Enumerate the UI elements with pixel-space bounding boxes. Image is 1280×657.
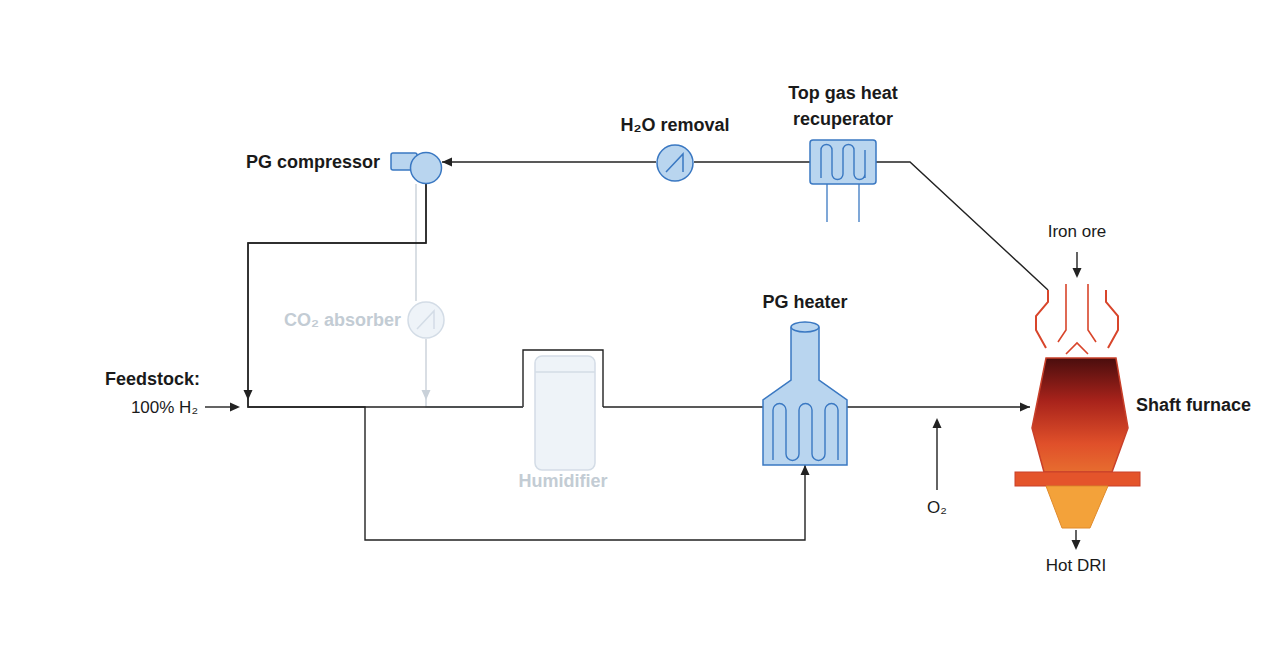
furnace-chute bbox=[1088, 284, 1096, 342]
shaft-furnace-icon bbox=[1030, 290, 1130, 530]
humidifier-icon bbox=[523, 350, 603, 470]
arrowhead bbox=[1020, 403, 1030, 412]
o2-arrowhead bbox=[933, 418, 942, 428]
humidifier-band bbox=[535, 371, 595, 372]
furnace-hopper bbox=[1106, 290, 1118, 348]
exchanger-circle bbox=[657, 145, 693, 181]
shaft-furnace-node: Shaft furnace bbox=[1030, 290, 1130, 530]
flow-label: Hot DRI bbox=[1046, 555, 1106, 576]
exchanger-zigzag bbox=[417, 311, 434, 329]
connector-line bbox=[248, 184, 523, 407]
furnace-flange bbox=[1015, 472, 1140, 486]
recuperator-body bbox=[810, 140, 876, 184]
connector-line bbox=[442, 161, 656, 162]
furnace-chute bbox=[1058, 284, 1066, 342]
exchanger-circle bbox=[408, 302, 444, 338]
connector-line bbox=[248, 184, 805, 540]
connector-line bbox=[426, 339, 523, 407]
furnace-distributor bbox=[1066, 343, 1088, 354]
compressor-wheel bbox=[411, 153, 442, 184]
arrowhead bbox=[442, 158, 452, 167]
component-label: PG heater bbox=[762, 291, 847, 313]
arrowhead bbox=[801, 465, 810, 475]
furnace-outlet bbox=[1046, 486, 1108, 528]
flow-connector bbox=[694, 162, 810, 163]
recuperator-pipe bbox=[858, 184, 859, 222]
flow-connector bbox=[847, 403, 1030, 412]
recuperator-pipe bbox=[826, 184, 827, 222]
connector-line bbox=[847, 406, 1030, 407]
compressor-icon bbox=[390, 150, 442, 184]
furnace-drawing bbox=[1015, 284, 1140, 528]
humidifier-node: Humidifier bbox=[523, 350, 603, 470]
co2-absorber-node: CO₂ absorber bbox=[407, 301, 445, 339]
flow-connector bbox=[442, 158, 656, 167]
arrowhead bbox=[422, 390, 431, 400]
recuperator-node: Top gas heat recuperator bbox=[810, 140, 876, 184]
component-label: PG compressor bbox=[246, 151, 380, 173]
component-label: Humidifier bbox=[518, 470, 607, 492]
connector-line bbox=[876, 162, 1048, 290]
component-label: Top gas heat recuperator bbox=[773, 80, 913, 132]
flow-connector bbox=[876, 162, 1048, 290]
recuperator-icon bbox=[810, 140, 876, 184]
compressor-node: PG compressor bbox=[390, 150, 442, 184]
connector-line bbox=[694, 161, 810, 162]
component-label: H₂O removal bbox=[620, 114, 729, 136]
heater-icon bbox=[763, 320, 847, 465]
feed-arrowhead bbox=[230, 403, 240, 412]
o2-arrow-line bbox=[936, 424, 937, 490]
flow-connector bbox=[248, 184, 810, 540]
flow-connector bbox=[244, 184, 524, 407]
component-label: Shaft furnace bbox=[1136, 394, 1251, 416]
humidifier-vessel bbox=[535, 356, 595, 470]
flow-connector bbox=[422, 339, 524, 407]
heater-node: PG heater bbox=[763, 320, 847, 465]
recuperator-coil bbox=[821, 145, 865, 180]
component-label: CO₂ absorber bbox=[284, 309, 401, 331]
flow-label: 100% H₂ bbox=[131, 397, 198, 418]
heater-coil bbox=[773, 404, 838, 461]
heater-stack-cap bbox=[791, 322, 819, 332]
dri-arrowhead bbox=[1072, 540, 1081, 550]
flow-label: O₂ bbox=[927, 497, 947, 518]
water-removal-icon bbox=[656, 144, 694, 182]
furnace-hopper bbox=[1036, 290, 1048, 348]
flow-connector bbox=[603, 407, 763, 408]
co2-absorber-icon bbox=[407, 301, 445, 339]
ore-arrowhead bbox=[1073, 268, 1082, 278]
connector-line bbox=[603, 406, 763, 407]
water-removal-node: H₂O removal bbox=[656, 144, 694, 182]
exchanger-zigzag bbox=[666, 154, 683, 172]
flow-label: Feedstock: bbox=[105, 369, 200, 390]
heater-body bbox=[763, 328, 847, 465]
flow-label: Iron ore bbox=[1048, 221, 1107, 242]
furnace-shaft bbox=[1032, 358, 1128, 472]
